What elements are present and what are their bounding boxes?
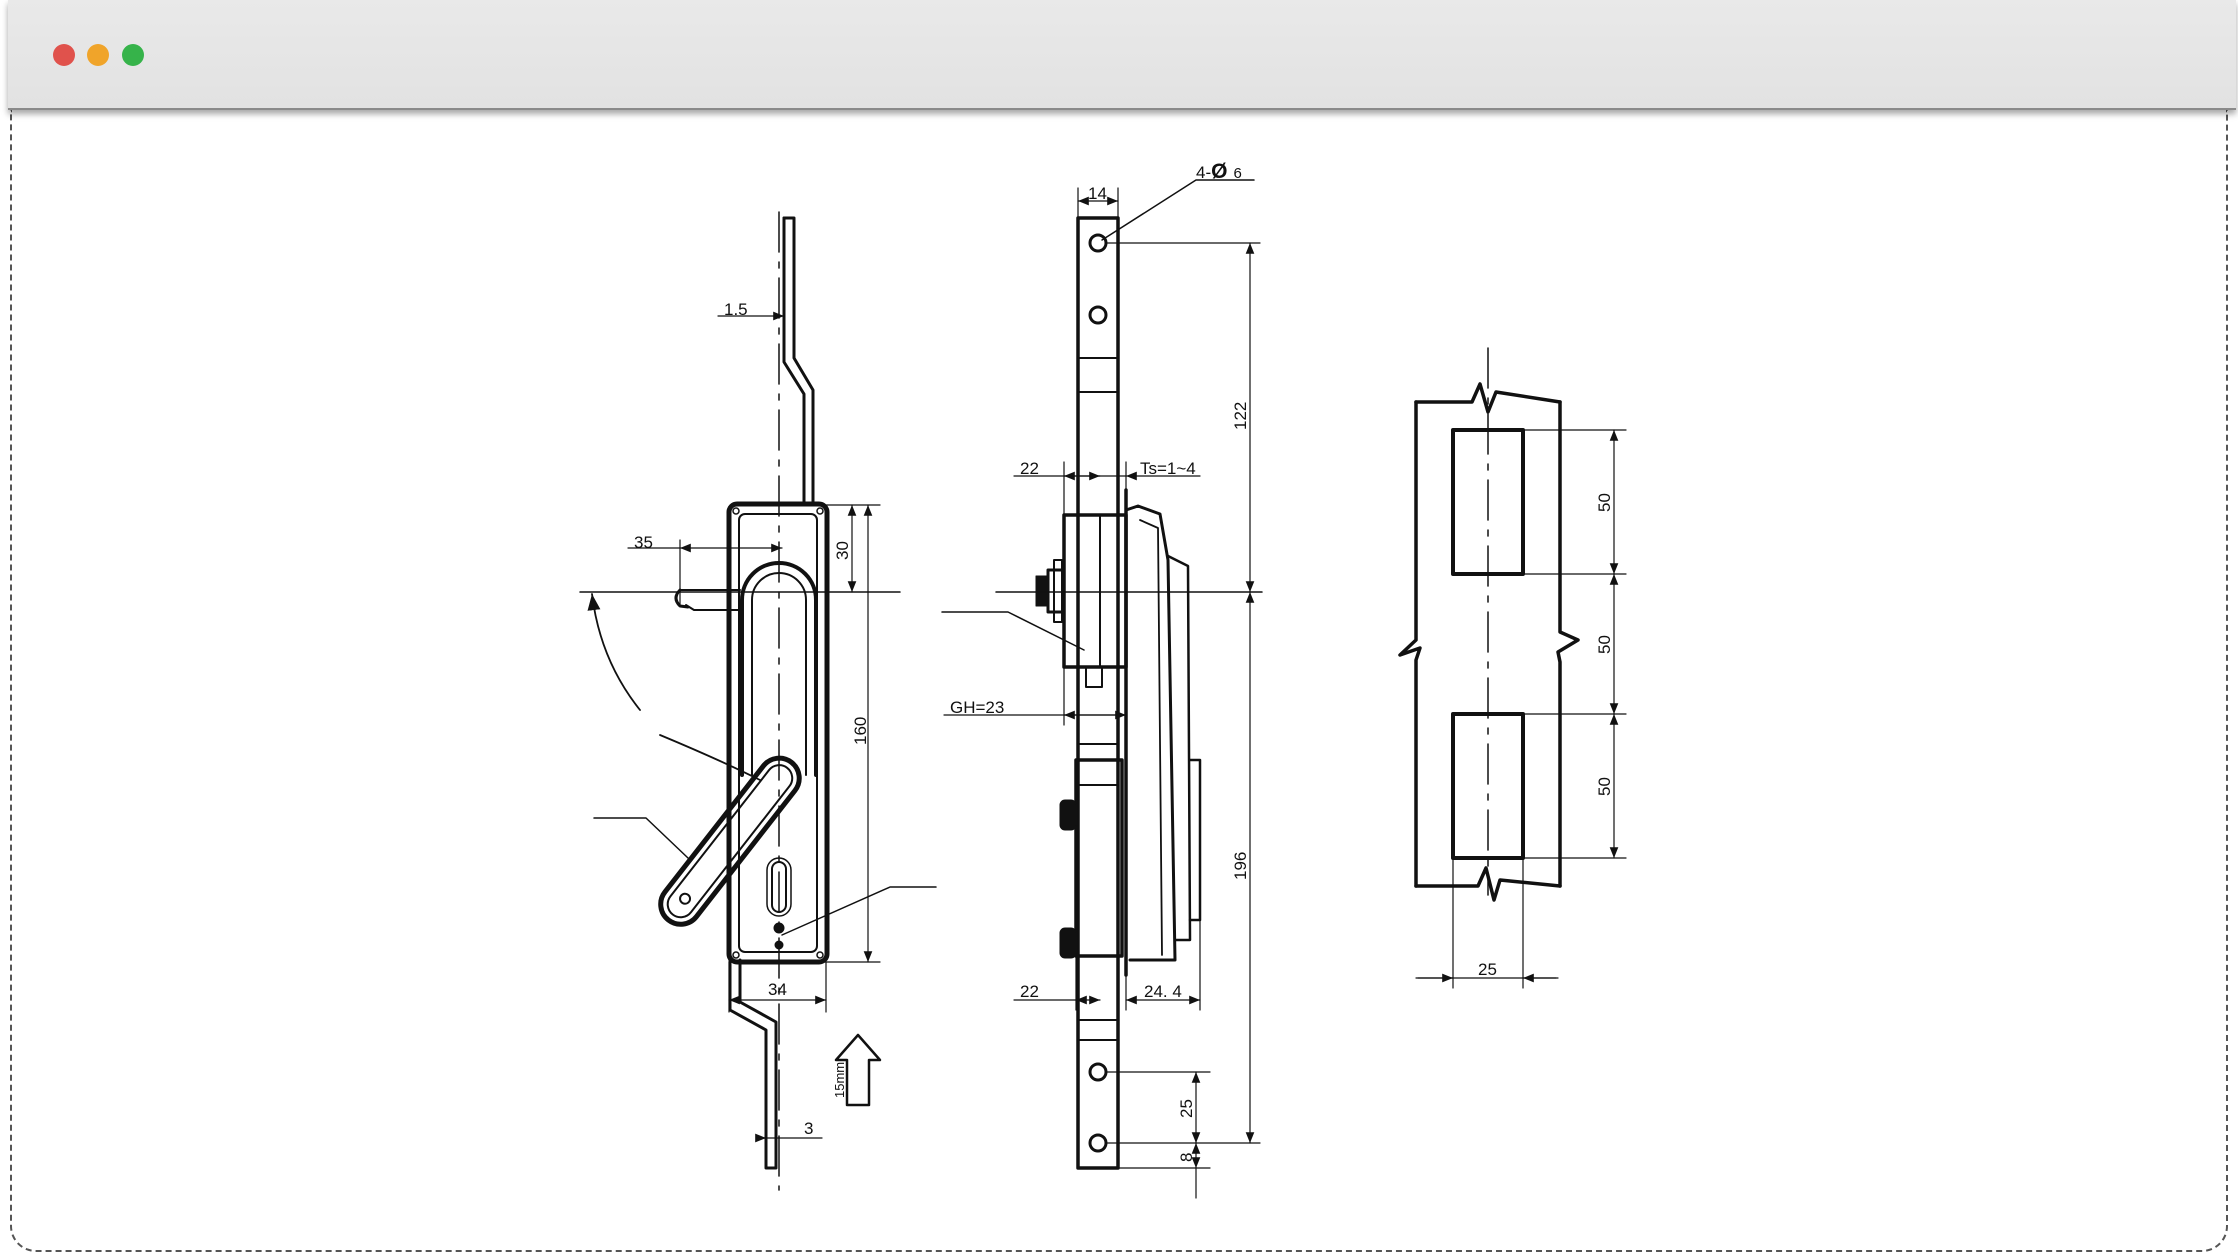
drawing-canvas <box>10 110 2228 1252</box>
cutout-dim-segment-3: 50 <box>1595 777 1614 796</box>
front-arrow-label: 15mm <box>832 1062 847 1098</box>
close-window-icon[interactable] <box>53 44 75 66</box>
side-dim-bar-width: 14 <box>1088 184 1107 203</box>
side-dim-upper-length: 122 <box>1231 402 1250 430</box>
side-dim-depth-top: 22 <box>1020 459 1039 478</box>
maximize-window-icon[interactable] <box>122 44 144 66</box>
side-dim-projection: 24. 4 <box>1144 982 1182 1001</box>
side-dim-panel-thickness: Ts=1~4 <box>1140 459 1196 478</box>
front-view: 1.5 35 30 160 34 3 15mm <box>579 211 937 1191</box>
svg-text:4-Ø6: 4-Ø6 <box>1196 160 1242 183</box>
side-dim-gh: GH=23 <box>950 698 1004 717</box>
cutout-dim-width: 25 <box>1478 960 1497 979</box>
side-dim-hole-edge: 8 <box>1177 1153 1196 1162</box>
minimize-window-icon[interactable] <box>87 44 109 66</box>
side-hole-prefix: 4- <box>1196 163 1211 182</box>
side-dim-depth-bottom: 22 <box>1020 982 1039 1001</box>
front-dim-body-height: 160 <box>851 717 870 745</box>
front-dim-plate-thickness: 1.5 <box>724 300 748 319</box>
side-dim-hole-pitch: 25 <box>1177 1099 1196 1118</box>
cutout-dim-segment-2: 50 <box>1595 635 1614 654</box>
front-dim-handle-offset: 35 <box>634 533 653 552</box>
diameter-symbol-icon: Ø <box>1211 160 1227 183</box>
cutout-view: 50 50 50 25 <box>1398 347 1627 989</box>
front-dim-body-width: 34 <box>768 980 787 999</box>
side-hole-size: 6 <box>1233 165 1241 182</box>
cutout-dim-segment-1: 50 <box>1595 493 1614 512</box>
front-dim-top-height: 30 <box>833 541 852 560</box>
side-dim-lower-length: 196 <box>1231 852 1250 880</box>
window-title-bar <box>8 0 2236 110</box>
front-dim-bar-thickness: 3 <box>804 1119 813 1138</box>
